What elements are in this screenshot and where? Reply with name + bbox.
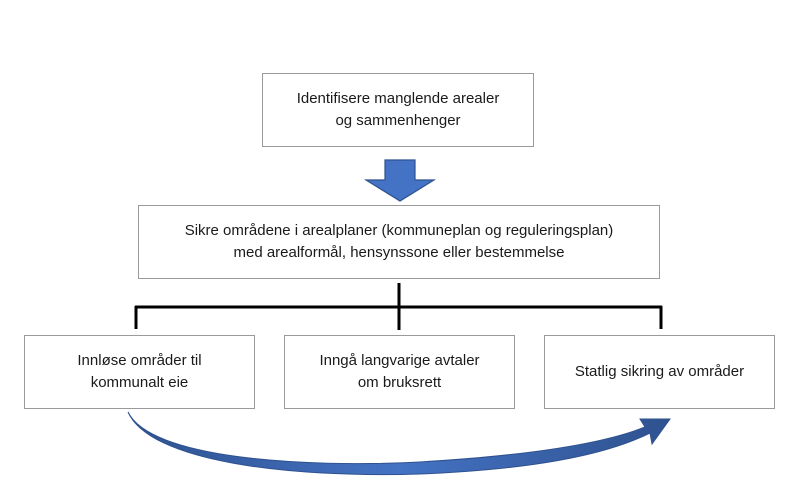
step-identify-box: Identifisere manglende arealer og sammen… [262,73,534,147]
step-secure-box: Sikre områdene i arealplaner (kommunepla… [138,205,660,279]
option-redeem-line2: kommunalt eie [90,374,189,391]
option-agreement-box: Inngå langvarige avtaler om bruksrett [284,335,515,409]
option-agreement-line2: om bruksrett [357,374,442,391]
step-secure-line2: med arealformål, hensynssone eller beste… [233,244,565,261]
option-redeem-line1: Innløse områder til [77,352,202,369]
curved-arrow-icon [127,411,671,476]
down-arrow-icon [363,159,437,202]
option-state-line1: Statlig sikring av områder [574,363,745,380]
option-redeem-box: Innløse områder til kommunalt eie [24,335,255,409]
branch-connector [134,283,663,330]
option-agreement-line1: Inngå langvarige avtaler [319,352,480,369]
step-identify-line2: og sammenhenger [335,112,461,129]
step-identify-line1: Identifisere manglende arealer [296,90,500,107]
step-secure-line1: Sikre områdene i arealplaner (kommunepla… [184,222,614,239]
option-state-box: Statlig sikring av områder [544,335,775,409]
